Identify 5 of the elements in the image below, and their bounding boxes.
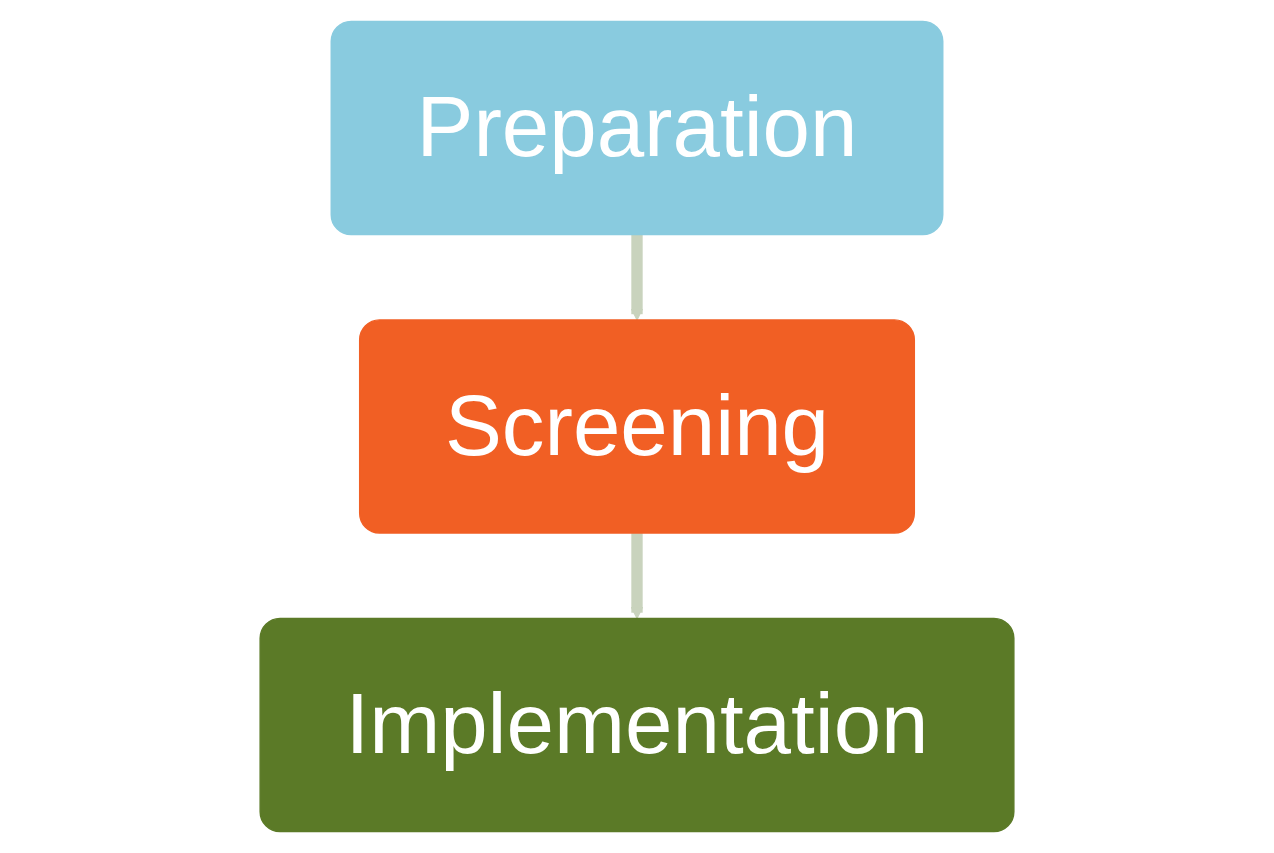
node-box: Preparation [330,20,944,236]
arrow [630,234,644,321]
arrow [630,533,644,619]
node-box: Implementation [259,617,1015,833]
node-box: Screening [358,319,916,534]
